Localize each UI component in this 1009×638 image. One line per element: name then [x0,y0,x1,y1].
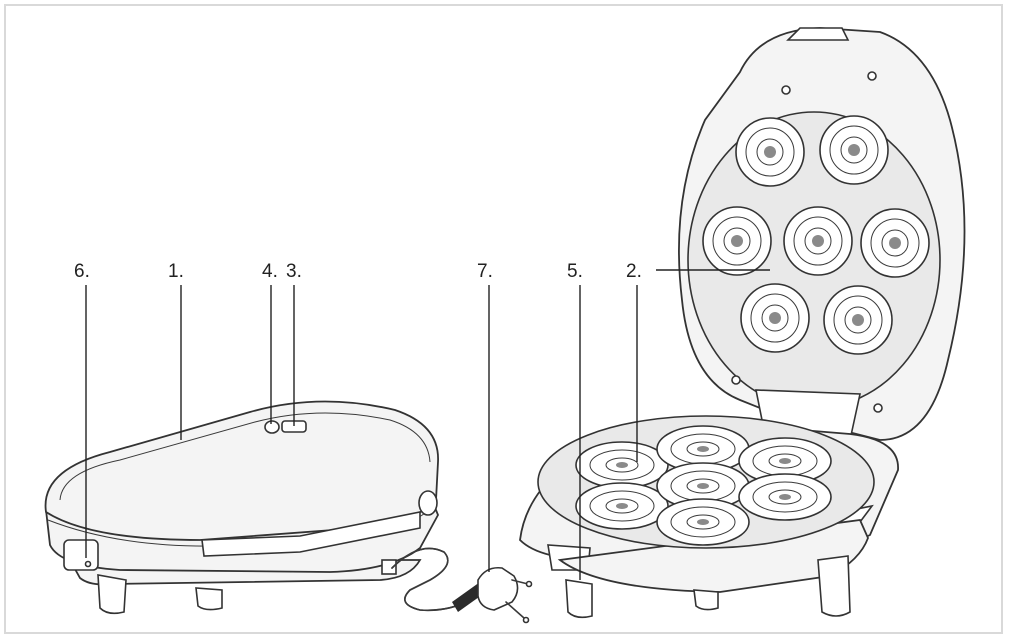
open-front-foot [565,579,593,619]
cord-wire-highlight [391,547,471,612]
callout-2: 2. [626,261,642,282]
plug-pin-top [511,579,529,585]
closed-hinge-knob [418,490,438,516]
plug-pin-tip-bottom [522,616,530,624]
lid-screw-right [867,71,877,81]
callout-5: 5. [567,261,583,282]
hinge-screw-right [873,403,883,413]
power-indicator-light [264,420,280,434]
open-appliance [519,27,966,619]
callout-3: 3. [286,261,302,282]
callout-6: 6. [74,261,90,282]
plug-pin-bottom [505,601,525,619]
closed-lid [44,400,439,541]
closed-middle-foot [195,587,223,611]
closed-side-latch [63,539,99,571]
closed-handle-strip [201,511,421,557]
closed-front-foot [97,574,127,615]
callout-4: 4. [262,261,278,282]
latch-dot [84,560,92,568]
open-middle-foot [693,589,719,611]
plug-pin-tip-top [525,580,533,588]
upper-donut-molds [702,115,930,355]
callout-7: 7. [477,261,493,282]
callout-1: 1. [168,261,184,282]
hinge-screw-left [731,375,741,385]
closed-appliance [44,400,439,615]
lower-donut-molds [575,425,832,546]
leader-lines [85,269,770,580]
cord-socket [381,559,397,575]
lid-top-tab [786,27,850,41]
callout-labels: 6. 1. 4. 3. 7. 5. 2. [74,261,642,282]
plug-body [477,566,519,611]
open-right-foot [817,555,851,617]
lid-contour [59,412,431,501]
lid-screw-left [781,85,791,95]
